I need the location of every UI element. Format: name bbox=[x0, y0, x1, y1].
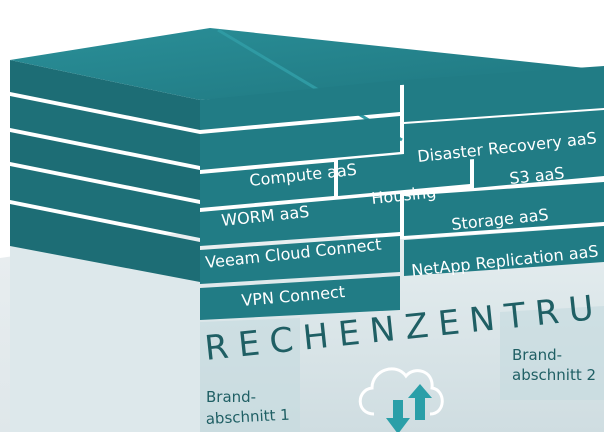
service-blocks bbox=[200, 66, 604, 320]
zone-1-label-line2: abschnitt 1 bbox=[205, 406, 290, 428]
stack-top bbox=[10, 28, 604, 100]
stack-left-faces bbox=[10, 60, 200, 282]
zone-1-label-line1: Brand- bbox=[206, 388, 256, 406]
fire-zone-2 bbox=[500, 306, 604, 400]
zone-2-label-line1: Brand- bbox=[512, 346, 562, 364]
zone-2-label-line2: abschnitt 2 bbox=[512, 366, 596, 384]
cloud-sync-icon bbox=[358, 367, 444, 432]
fire-zone-1 bbox=[200, 318, 300, 432]
